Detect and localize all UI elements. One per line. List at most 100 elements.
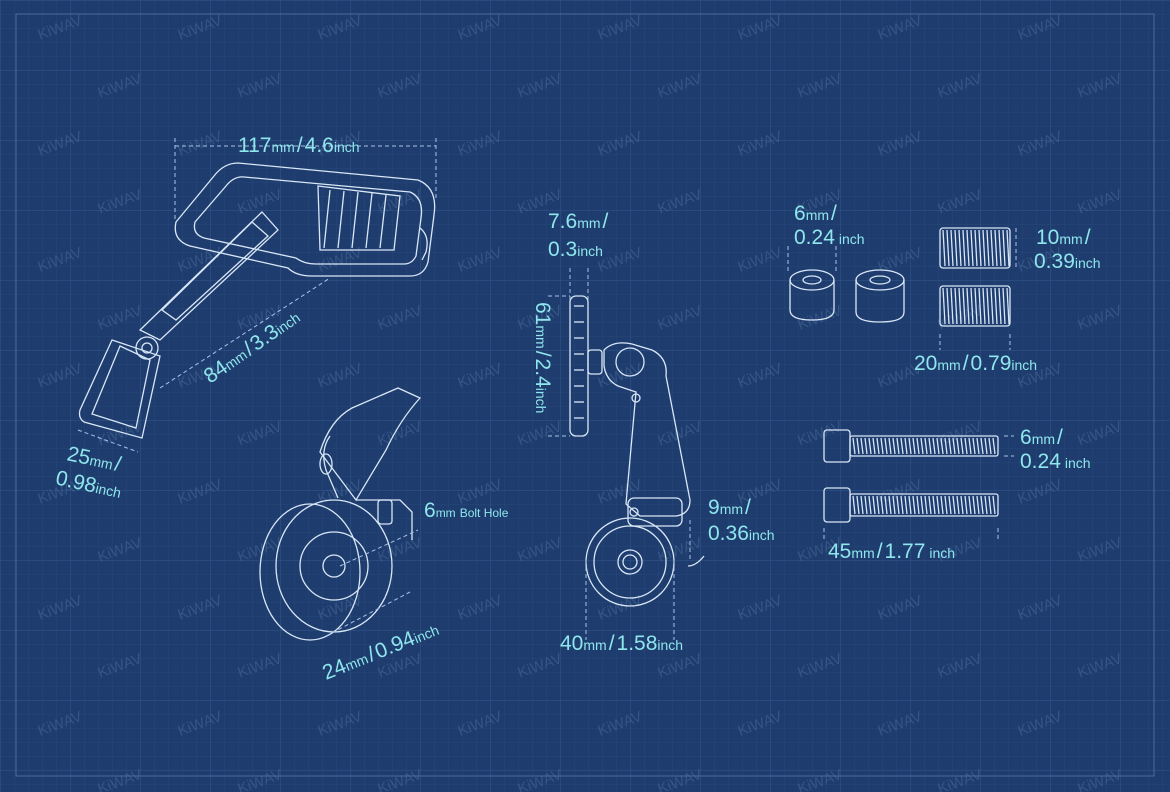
thread-line (952, 437, 956, 455)
thread-line (954, 287, 958, 325)
bolt-2 (823, 487, 999, 523)
thread-line (976, 495, 980, 515)
thread-line (956, 495, 960, 515)
thread-line (980, 437, 984, 455)
mirror-drawing (77, 138, 437, 453)
thread-line (972, 495, 976, 515)
thread-line (944, 437, 948, 455)
thread-line (946, 229, 950, 267)
thread-line (974, 287, 978, 325)
svg-text:0.3inch: 0.3inch (548, 238, 603, 261)
thread-line (868, 437, 872, 455)
thread-line (966, 287, 970, 325)
thread-line (990, 229, 994, 267)
thread-line (1002, 229, 1006, 267)
svg-text:0.36inch: 0.36inch (708, 522, 775, 545)
thread-line (952, 495, 956, 515)
thread-line (920, 437, 924, 455)
thread-line (920, 495, 924, 515)
thread-line (960, 495, 964, 515)
thread-line (942, 229, 946, 267)
thread-line (948, 495, 952, 515)
thread-line (948, 437, 952, 455)
clamp-drawing (259, 387, 422, 641)
threaded-insert-1 (939, 227, 1011, 269)
thread-line (888, 437, 892, 455)
thread-line (892, 437, 896, 455)
dim-mirror-width: 117mm/4.6inch (238, 134, 360, 157)
thread-line (970, 287, 974, 325)
thread-line (884, 437, 888, 455)
bolt-1 (823, 429, 999, 463)
thread-line (982, 287, 986, 325)
thread-line (924, 437, 928, 455)
side-view-drawing (548, 268, 705, 640)
thread-line (982, 229, 986, 267)
thread-line (984, 437, 988, 455)
thread-line (932, 495, 936, 515)
svg-text:10mm/: 10mm/ (1036, 226, 1091, 249)
thread-line (876, 495, 880, 515)
thread-line (1006, 287, 1010, 325)
thread-line (964, 437, 968, 455)
thread-line (888, 495, 892, 515)
svg-text:25mm/: 25mm/ (65, 442, 123, 476)
thread-line (912, 437, 916, 455)
thread-line (984, 495, 988, 515)
thread-line (860, 495, 864, 515)
thread-line (852, 495, 856, 515)
threaded-insert-2 (939, 285, 1011, 327)
thread-line (876, 437, 880, 455)
svg-text:0.39inch: 0.39inch (1034, 250, 1101, 273)
thread-line (994, 287, 998, 325)
thread-line (916, 495, 920, 515)
thread-line (856, 437, 860, 455)
thread-line (880, 437, 884, 455)
thread-line (860, 437, 864, 455)
thread-line (942, 287, 946, 325)
dim-clamp-width: 40mm/1.58inch (560, 632, 683, 655)
svg-text:7.6mm/: 7.6mm/ (548, 210, 609, 233)
thread-line (852, 437, 856, 455)
frame-border (15, 13, 1155, 777)
thread-line (872, 437, 876, 455)
svg-text:6mm/: 6mm/ (1020, 426, 1063, 449)
thread-line (900, 495, 904, 515)
dim-insert-height: 10mm/ 0.39inch (1034, 226, 1101, 273)
hardware-drawing (787, 227, 1017, 540)
thread-line (896, 437, 900, 455)
thread-line (976, 437, 980, 455)
thread-line (940, 437, 944, 455)
thread-line (954, 229, 958, 267)
thread-line (978, 229, 982, 267)
thread-line (864, 495, 868, 515)
thread-line (990, 287, 994, 325)
thread-line (998, 287, 1002, 325)
thread-line (962, 229, 966, 267)
thread-line (986, 287, 990, 325)
thread-line (928, 437, 932, 455)
thread-line (972, 437, 976, 455)
thread-line (900, 437, 904, 455)
thread-line (908, 437, 912, 455)
thread-line (872, 495, 876, 515)
thread-line (994, 229, 998, 267)
thread-line (904, 437, 908, 455)
thread-line (936, 495, 940, 515)
thread-line (958, 287, 962, 325)
thread-line (892, 495, 896, 515)
thread-line (970, 229, 974, 267)
thread-line (896, 495, 900, 515)
thread-line (998, 229, 1002, 267)
svg-text:9mm/: 9mm/ (708, 496, 751, 519)
thread-line (966, 229, 970, 267)
thread-line (932, 437, 936, 455)
thread-line (1002, 287, 1006, 325)
thread-line (940, 495, 944, 515)
thread-line (946, 287, 950, 325)
thread-line (956, 437, 960, 455)
